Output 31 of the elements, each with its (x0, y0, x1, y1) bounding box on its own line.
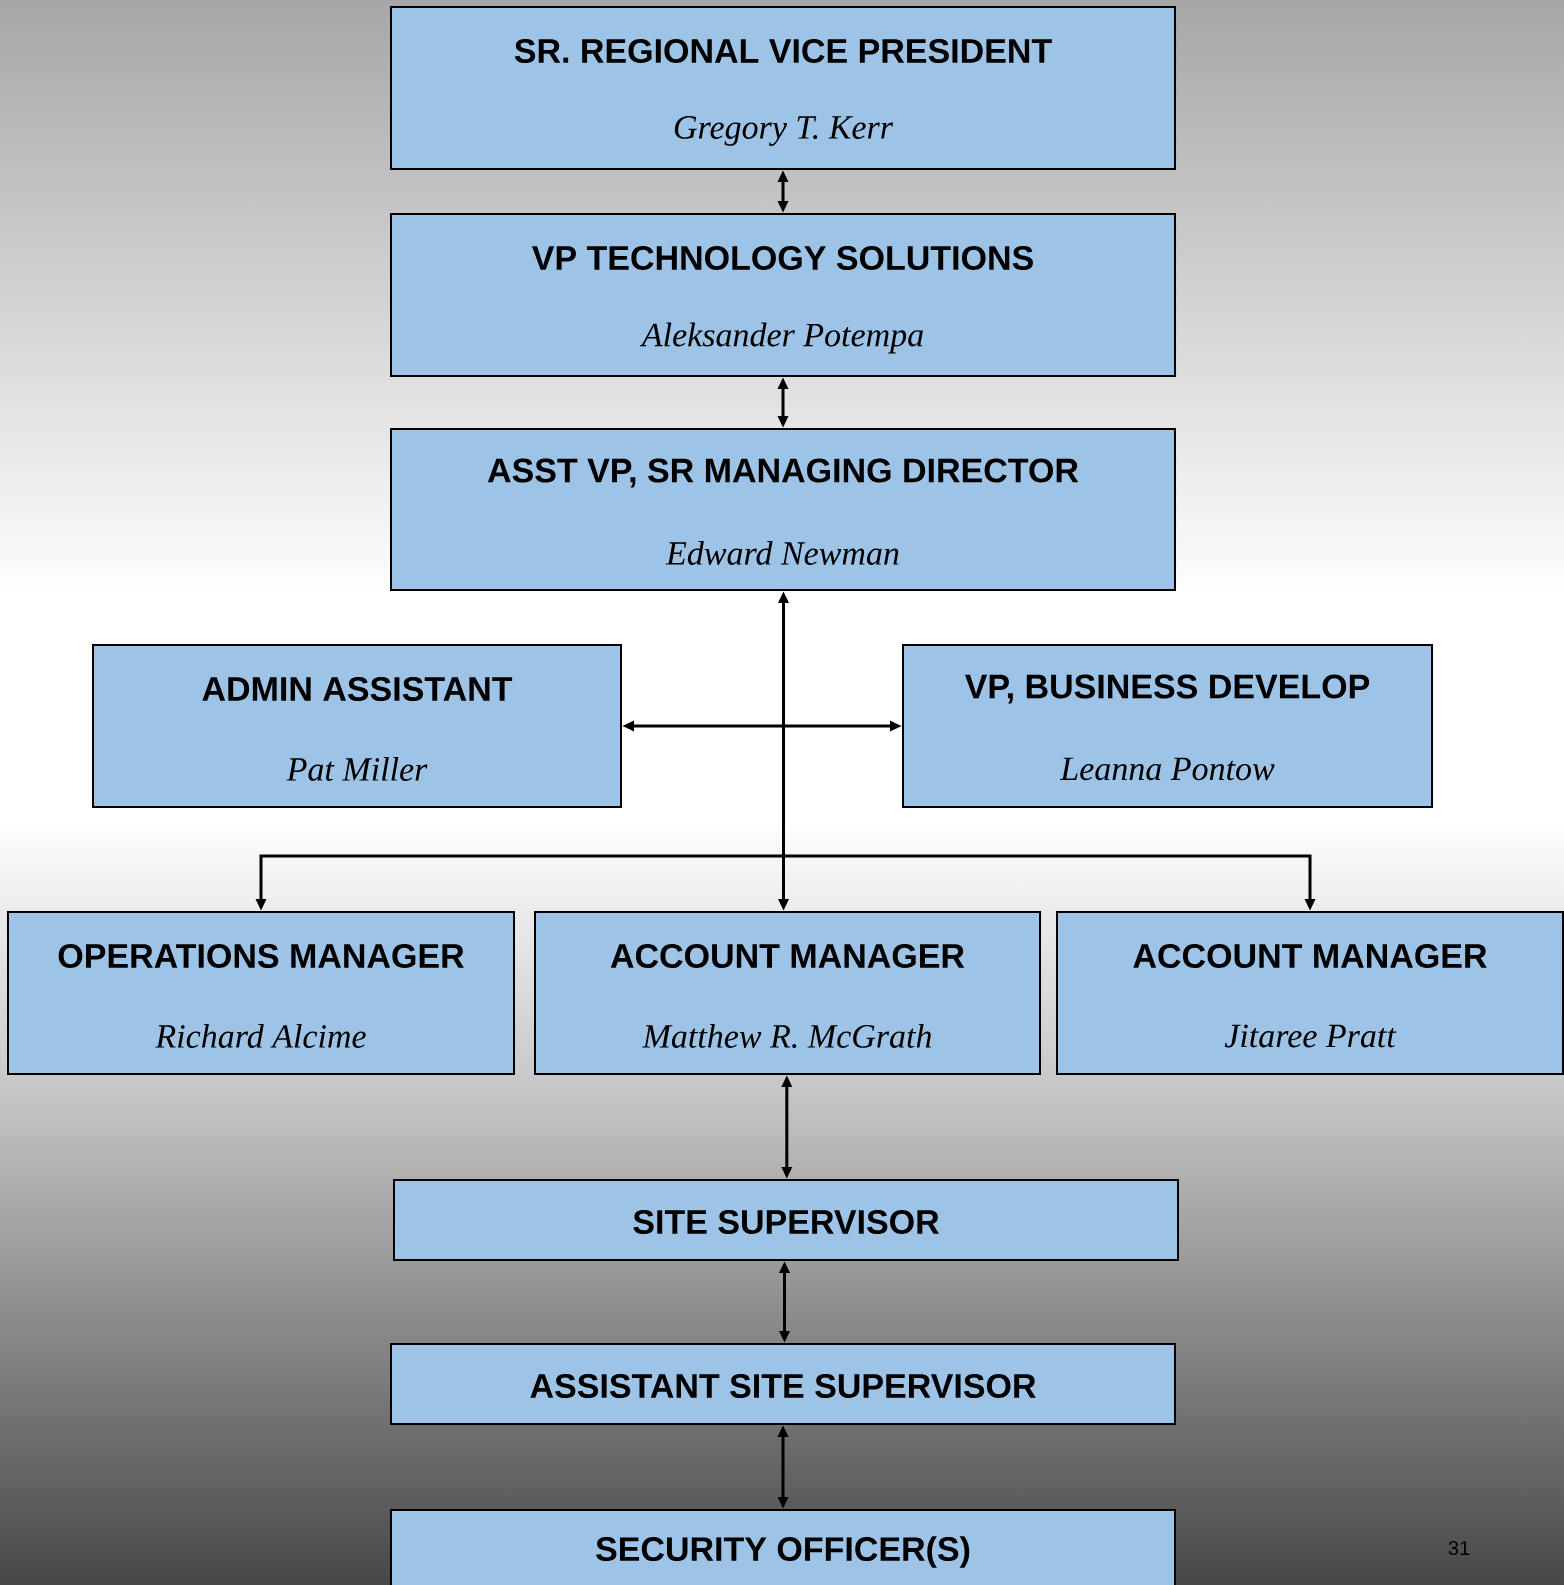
role-box (534, 911, 1041, 1075)
node-label: Pat Miller (286, 757, 428, 781)
node-label: Richard Alcime (155, 1024, 366, 1048)
node-label: VP, BUSINESS DEVELOP (964, 674, 1370, 704)
node-label: ASST VP, SR MANAGING DIRECTOR (487, 458, 1079, 488)
role-box (1056, 911, 1564, 1075)
node-label: SECURITY OFFICER(S) (596, 1536, 970, 1568)
node-label: SR. REGIONAL VICE PRESIDENT (514, 38, 1052, 64)
node-label: VP TECHNOLOGY SOLUTIONS (532, 245, 1033, 271)
node-label: Matthew R. McGrath (642, 1023, 932, 1049)
node-label: ACCOUNT MANAGER (610, 943, 965, 969)
role-box (390, 1509, 1176, 1585)
role-box (390, 213, 1176, 377)
node-label: ADMIN ASSISTANT (202, 676, 513, 702)
node-label: Gregory T. Kerr (674, 116, 894, 146)
role-box (7, 911, 515, 1075)
node-label: ASSISTANT SITE SUPERVISOR (530, 1373, 1036, 1399)
role-box (390, 6, 1176, 170)
node-label: Leanna Pontow (1059, 757, 1275, 781)
role-box (92, 644, 622, 808)
node-label: Aleksander Potempa (639, 322, 923, 354)
node-label: Jitaree Pratt (1224, 1024, 1397, 1048)
node-label: ACCOUNT MANAGER (1133, 943, 1487, 969)
role-box (390, 428, 1176, 591)
page-number: 31 (1448, 1540, 1470, 1556)
node-label: Edward Newman (665, 541, 899, 565)
role-box (390, 1343, 1176, 1425)
node-label: SITE SUPERVISOR (633, 1209, 939, 1235)
role-box (393, 1179, 1179, 1261)
node-label: OPERATIONS MANAGER (58, 943, 464, 969)
role-box (902, 644, 1433, 808)
